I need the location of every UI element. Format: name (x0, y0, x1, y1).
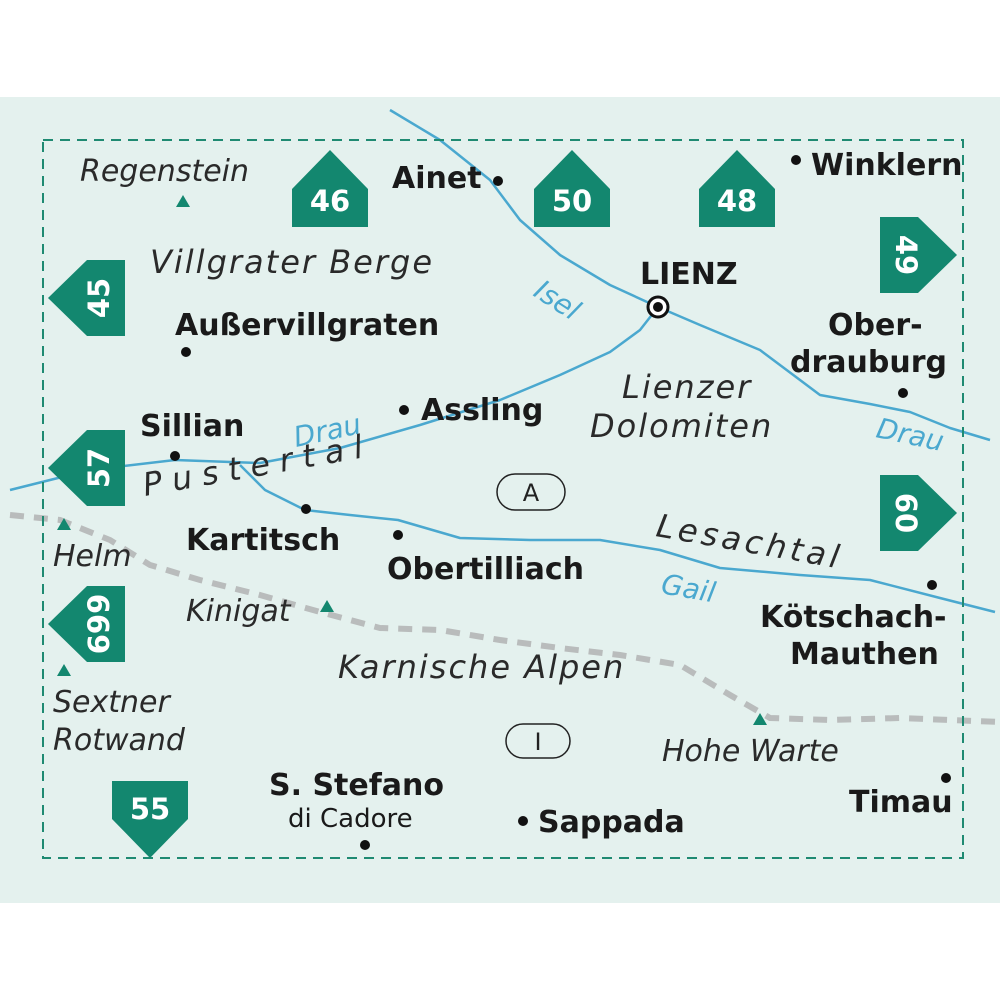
town-dot-icon (301, 504, 311, 514)
town-label-oberdrauburg-1[interactable]: Ober- (828, 308, 923, 343)
town-label-koetschach-mauthen-2[interactable]: Mauthen (790, 637, 939, 672)
badge-shape (292, 150, 368, 227)
sheet-number: 46 (310, 184, 350, 218)
town-label-timau[interactable]: Timau (849, 785, 953, 820)
peak-triangle-icon (320, 600, 334, 612)
town-label-sappada[interactable]: Sappada (538, 805, 685, 840)
peak-label-kinigat: Kinigat (186, 594, 292, 629)
town-label-s-stefano-1[interactable]: S. Stefano (269, 768, 444, 803)
town-dot-icon (170, 451, 180, 461)
sheet-badge-57[interactable]: 57 (48, 430, 125, 506)
country-marker-frame (496, 473, 566, 511)
river-drau (9, 305, 991, 492)
region-label-villgrater-berge: Villgrater Berge (150, 243, 434, 281)
national-border (9, 512, 1000, 725)
badge-shape (48, 260, 125, 336)
sheet-number: 45 (82, 278, 116, 318)
badge-shape (699, 150, 775, 227)
peak-triangle-icon (753, 713, 767, 725)
town-label-sillian[interactable]: Sillian (140, 409, 244, 444)
sheet-badge-60[interactable]: 60 (880, 475, 957, 551)
town-label-lienz[interactable]: LIENZ (640, 257, 738, 292)
peak-label-helm: Helm (53, 539, 132, 574)
peak-label-regenstein: Regenstein (80, 154, 249, 189)
sheet-badge-699[interactable]: 699 (48, 586, 125, 662)
peak-label-sextner-rotwand-2: Rotwand (53, 723, 186, 758)
town-dot-icon (181, 347, 191, 357)
town-dot-icon (518, 816, 528, 826)
peak-triangle-icon (57, 664, 71, 676)
sheet-number: 55 (130, 792, 170, 826)
town-dot-icon (493, 176, 503, 186)
region-label-lienzer-dolomiten-2: Dolomiten (590, 407, 773, 445)
peak-label-hohe-warte: Hohe Warte (662, 734, 839, 769)
town-dot-icon (941, 773, 951, 783)
town-label-oberdrauburg-2[interactable]: drauburg (790, 345, 947, 380)
sheet-badge-55[interactable]: 55 (112, 781, 188, 858)
town-dot-icon (927, 580, 937, 590)
region-label-lienzer-dolomiten-1: Lienzer (622, 368, 752, 406)
sheet-badge-48[interactable]: 48 (699, 150, 775, 227)
peak-label-sextner-rotwand-1: Sextner (53, 685, 171, 720)
town-dot-icon (791, 155, 801, 165)
sheet-number: 60 (889, 493, 923, 533)
sheet-number: 50 (552, 184, 592, 218)
town-label-koetschach-mauthen-1[interactable]: Kötschach- (760, 600, 947, 635)
badge-shape (112, 781, 188, 858)
peak-triangle-icon (57, 518, 71, 530)
country-marker-austria: A (496, 473, 566, 511)
badge-shape (880, 217, 957, 293)
badge-shape (880, 475, 957, 551)
sheet-badge-50[interactable]: 50 (534, 150, 610, 227)
sheet-badge-45[interactable]: 45 (48, 260, 125, 336)
town-label-ainet[interactable]: Ainet (392, 161, 482, 196)
region-label-karnische-alpen: Karnische Alpen (338, 648, 625, 686)
sheet-number: 57 (82, 448, 116, 488)
peak-triangle-icon (176, 195, 190, 207)
town-dot-icon (399, 405, 409, 415)
badge-shape (48, 586, 125, 662)
sheet-number: 699 (82, 594, 116, 655)
country-code: A (523, 479, 540, 507)
sheet-badge-46[interactable]: 46 (292, 150, 368, 227)
town-label-kartitsch[interactable]: Kartitsch (186, 523, 340, 558)
town-label-s-stefano-2[interactable]: di Cadore (288, 804, 413, 834)
town-dot-icon (898, 388, 908, 398)
town-label-winklern[interactable]: Winklern (811, 148, 962, 183)
town-dot-icon (360, 840, 370, 850)
badge-shape (48, 430, 125, 506)
town-label-obertilliach[interactable]: Obertilliach (387, 552, 584, 587)
sheet-boundary (42, 139, 964, 859)
map-background (0, 97, 1000, 903)
river-gail (239, 464, 996, 614)
sheet-number: 49 (889, 235, 923, 275)
town-label-ausservillgraten[interactable]: Außervillgraten (175, 308, 439, 343)
town-label-assling[interactable]: Assling (421, 393, 543, 428)
country-code: I (534, 728, 541, 756)
country-marker-frame (505, 723, 571, 759)
town-dot-icon (393, 530, 403, 540)
country-marker-italy: I (505, 723, 571, 759)
sheet-badge-49[interactable]: 49 (880, 217, 957, 293)
city-marker-inner-icon (653, 302, 663, 312)
badge-shape (534, 150, 610, 227)
sheet-number: 48 (717, 184, 757, 218)
